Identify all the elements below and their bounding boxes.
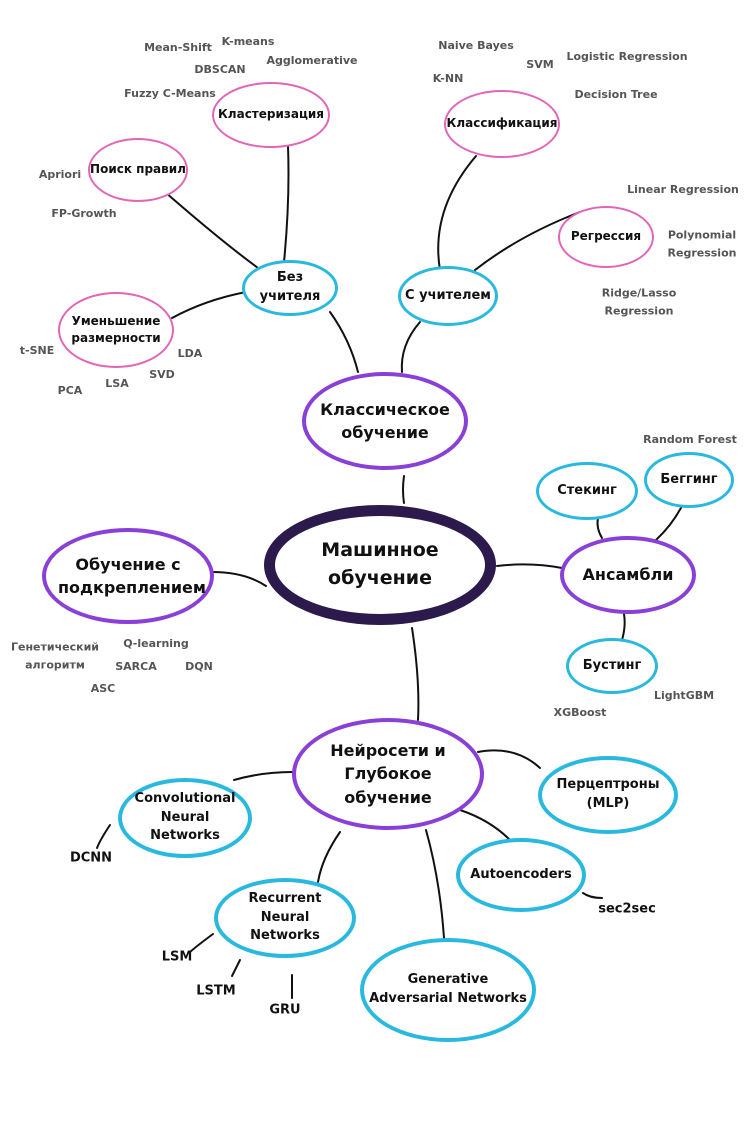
leaf-mean-shift: Mean-Shift [144,41,212,55]
node-rnn[interactable]: Recurrent Neural Networks [214,878,356,958]
leaf-lda: LDA [177,347,203,361]
leaf-pca: PCA [57,384,83,398]
leaf-lsa: LSA [105,377,129,391]
node-regression[interactable]: Регрессия [558,206,654,268]
edge-deep-autoencoders [459,809,511,841]
node-mlp[interactable]: Перцептроны (MLP) [538,756,678,834]
edge-ensembles-boosting [621,613,626,641]
leaf-ridge-lasso-regression: Ridge/Lasso Regression [601,286,677,317]
edge-rnn-lstm [231,959,241,977]
leaf-dbscan: DBSCAN [194,63,246,77]
dim-reduction-label: Уменьшение размерности [71,313,161,345]
rule-mining-label: Поиск правил [90,162,186,177]
node-cnn[interactable]: Convolutional Neural Networks [118,778,252,858]
boosting-label: Бустинг [582,657,642,673]
supervised-label: С учителем [405,287,491,303]
node-rule-mining[interactable]: Поиск правил [88,138,188,202]
leaf-linear-regression: Linear Regression [627,183,739,197]
edge-classic-supervised [400,321,421,373]
edge-unsupervised-clustering [283,145,290,263]
gan-label: Generative Adversarial Networks [369,972,527,1006]
edge-autoencoders-sec2sec [582,892,603,899]
edge-ensembles-bagging [655,505,683,541]
node-gan[interactable]: Generative Adversarial Networks [360,938,536,1042]
ensembles-label: Ансамбли [582,565,674,585]
mlp-label: Перцептроны (MLP) [556,777,660,811]
leaf-lightgbm: LightGBM [653,689,715,703]
edge-center-reinforcement [211,571,267,587]
unsupervised-label: Без учителя [259,270,321,304]
leaf-t-sne: t-SNE [19,344,55,358]
edge-deep-cnn [233,771,293,781]
classification-label: Классификация [446,116,558,131]
deep-learning-label: Нейросети и Глубокое обучение [330,741,446,807]
leaf-knn: K-NN [432,72,464,86]
leaf-asc: ASC [90,682,116,696]
node-stacking[interactable]: Стекинг [536,462,638,520]
regression-label: Регрессия [570,229,642,244]
leaf-lsm: LSM [161,949,193,965]
edge-deep-gan [425,829,445,939]
leaf-naive-bayes: Naive Bayes [438,39,514,53]
edge-cnn-dcnn [96,824,111,849]
leaf-random-forest: Random Forest [643,433,737,447]
node-reinforcement[interactable]: Обучение с подкреплением [42,528,214,624]
leaf-svm: SVM [526,58,554,72]
node-deep-learning[interactable]: Нейросети и Глубокое обучение [292,718,484,830]
edge-ensembles-stacking [596,517,603,539]
leaf-sec2sec: sec2sec [598,901,656,917]
bagging-label: Беггинг [660,471,718,487]
leaf-k-means: K-means [221,35,275,49]
leaf-logistic-regression: Logistic Regression [566,50,688,64]
node-autoencoders[interactable]: Autoencoders [456,838,586,912]
classic-learning-label: Классическое обучение [320,399,450,442]
leaf-agglomerative: Agglomerative [266,54,358,68]
leaf-fuzzy-c-means: Fuzzy C-Means [124,87,216,101]
leaf-genetic-algorithm: Генетический алгоритм [10,640,100,671]
edge-center-classic [402,475,405,504]
clustering-label: Кластеризация [218,107,324,122]
center-label: Машинное обучение [321,539,439,589]
node-clustering[interactable]: Кластеризация [212,82,330,148]
autoencoders-label: Autoencoders [470,866,572,882]
node-supervised[interactable]: С учителем [398,266,498,326]
leaf-dqn: DQN [185,660,213,674]
leaf-decision-tree: Decision Tree [574,88,658,102]
node-bagging[interactable]: Беггинг [644,452,734,508]
node-ensembles[interactable]: Ансамбли [560,536,696,614]
leaf-lstm: LSTM [196,983,236,999]
edge-center-ensembles [496,563,563,569]
reinforcement-label: Обучение с подкреплением [58,554,206,597]
edge-unsupervised-dimred [171,291,247,319]
edge-deep-mlp [477,749,541,769]
edge-rnn-lsm [189,933,214,953]
node-classic-learning[interactable]: Классическое обучение [302,372,468,470]
leaf-dcnn: DCNN [69,850,113,866]
leaf-sarca: SARCA [115,660,157,674]
edge-unsupervised-rules [164,191,259,269]
cnn-label: Convolutional Neural Networks [134,790,236,844]
edge-supervised-classification [437,155,477,271]
leaf-polynomial-regression: Polynomial Regression [667,228,737,259]
stacking-label: Стекинг [557,482,617,498]
leaf-xgboost: XGBoost [553,706,607,720]
leaf-gru: GRU [269,1002,301,1018]
leaf-q-learning: Q-learning [123,637,189,651]
node-unsupervised[interactable]: Без учителя [242,260,338,316]
rnn-label: Recurrent Neural Networks [248,890,322,944]
node-classification[interactable]: Классификация [444,90,560,158]
center-node[interactable]: Машинное обучение [264,505,496,625]
edge-classic-unsupervised [329,311,359,373]
node-dim-reduction[interactable]: Уменьшение размерности [58,292,174,368]
edge-deep-rnn [317,831,341,883]
leaf-apriori: Apriori [38,168,82,182]
edge-center-deep [411,627,420,721]
node-boosting[interactable]: Бустинг [566,638,658,694]
leaf-fp-growth: FP-Growth [51,207,117,221]
leaf-svd: SVD [149,368,175,382]
